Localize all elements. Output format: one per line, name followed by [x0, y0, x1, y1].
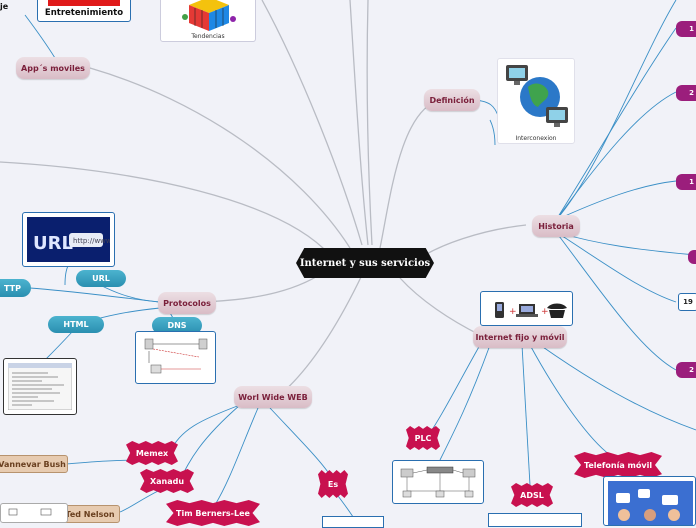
html-window-icon [8, 363, 72, 410]
topic-www[interactable]: Worl Wide WEB [234, 386, 312, 408]
fijo-adsl[interactable]: ADSL [511, 483, 553, 507]
es-child-fragment [322, 516, 384, 528]
interconexion-card[interactable]: Interconexion [497, 58, 575, 144]
dns-diagram-card[interactable] [135, 331, 216, 384]
historia-year-box[interactable]: 19 [678, 293, 696, 311]
plc-network-card[interactable] [392, 460, 484, 504]
protocol-html[interactable]: HTML [48, 316, 104, 333]
fijo-plc[interactable]: PLC [406, 426, 440, 450]
phone-laptop-icon: + + [495, 302, 567, 318]
phone-laptop-card[interactable]: + + [480, 291, 573, 326]
fijo-telefonia-movil[interactable]: Telefonía móvil [574, 452, 662, 478]
www-ted-nelson[interactable]: Ted Nelson [60, 505, 120, 523]
topic-protocolos[interactable]: Protocolos [158, 292, 216, 314]
devices-icon [608, 481, 693, 525]
www-xanadu[interactable]: Xanadu [140, 469, 194, 493]
protocol-http[interactable]: TTP [0, 279, 31, 297]
html-code-card[interactable] [3, 358, 77, 415]
svg-text:+: + [509, 307, 517, 317]
topic-historia[interactable]: Historia [532, 215, 580, 237]
historia-item-2[interactable]: 2 [676, 85, 696, 101]
historia-purple-fragment [688, 250, 696, 264]
topic-internet-fijo-movil[interactable]: Internet fijo y móvil [473, 326, 567, 348]
url-bar-icon: URL http://www [27, 217, 110, 262]
partial-left-label: je [0, 1, 9, 11]
dns-diagram-icon [144, 338, 208, 374]
protocol-dns[interactable]: DNS [152, 317, 202, 334]
svg-text:URL: URL [33, 233, 73, 254]
historia-item-1[interactable]: 1 [676, 21, 696, 37]
historia-item-4[interactable]: 2 [676, 362, 696, 378]
network-diagram-icon [400, 466, 476, 498]
interconexion-caption: Interconexion [515, 135, 557, 142]
www-tim-berners-lee[interactable]: Tim Berners-Lee [166, 500, 260, 526]
svg-text:+: + [541, 307, 549, 317]
rubik-cube-icon [182, 0, 236, 31]
topic-definicion[interactable]: Definición [424, 89, 480, 111]
telefonia-image-card[interactable] [603, 476, 696, 526]
adsl-card-fragment [488, 513, 582, 527]
url-image-card[interactable]: URL http://www [22, 212, 115, 267]
entretenimiento-label: Entretenimiento [44, 8, 124, 18]
svg-text:http://www: http://www [73, 237, 110, 245]
ted-nelson-image-card[interactable] [0, 503, 68, 523]
protocol-url[interactable]: URL [76, 270, 126, 287]
www-vannevar-bush[interactable]: Vannevar Bush [0, 455, 68, 473]
entretenimiento-red-bar [48, 0, 120, 6]
historia-item-3[interactable]: 1 [676, 174, 696, 190]
tendencias-caption: Tendencias [191, 33, 225, 40]
entretenimiento-card[interactable]: Entretenimiento [37, 0, 131, 22]
central-topic[interactable]: Internet y sus servicios [296, 248, 434, 278]
www-memex[interactable]: Memex [126, 441, 178, 465]
devices-icon [8, 508, 52, 516]
globe-network-icon [506, 65, 568, 127]
topic-apps-moviles[interactable]: App´s moviles [16, 57, 90, 79]
tendencias-card[interactable]: Tendencias [160, 0, 256, 42]
www-es[interactable]: Es [318, 470, 348, 498]
